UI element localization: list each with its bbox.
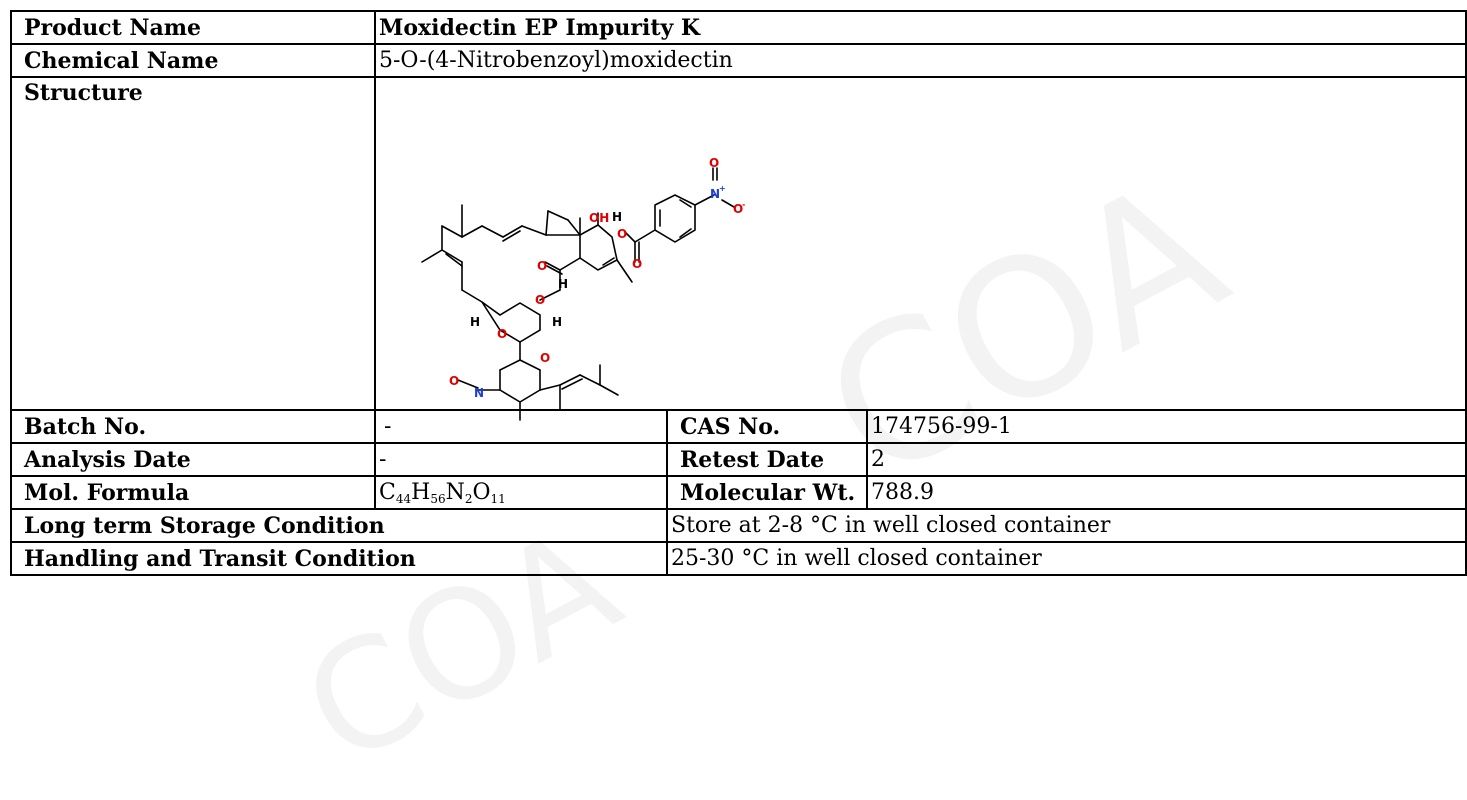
retest-date-value: 2 — [866, 442, 1467, 477]
long-term-storage-label: Long term Storage Condition — [10, 508, 668, 543]
mol-formula-value: C44H56N2O11 — [374, 475, 668, 510]
cas-no-value: 174756-99-1 — [866, 409, 1467, 444]
structure-cell — [374, 76, 1467, 411]
molecular-wt-value: 788.9 — [866, 475, 1467, 510]
analysis-date-value: - — [374, 442, 668, 477]
formula-n: N — [445, 479, 465, 505]
long-term-storage-value: Store at 2-8 °C in well closed container — [666, 508, 1467, 543]
atom-o-lactone-carbonyl: O — [537, 259, 547, 273]
atom-h-4: H — [552, 315, 562, 329]
handling-transit-value: 25-30 °C in well closed container — [666, 541, 1467, 576]
product-name-value: Moxidectin EP Impurity K — [374, 10, 1467, 45]
atom-o-ring-2: O — [540, 351, 550, 365]
formula-n-count: 2 — [464, 491, 473, 506]
row-structure: Structure — [10, 76, 1467, 411]
formula-o-count: 11 — [490, 491, 506, 506]
analysis-date-label: Analysis Date — [10, 442, 376, 477]
batch-no-value: - — [374, 409, 668, 444]
row-dates: Analysis Date - Retest Date 2 — [10, 442, 1467, 477]
atom-o-methoxy: O — [449, 374, 459, 388]
atom-minus-charge: - — [742, 200, 745, 209]
atom-o-ester: O — [617, 227, 627, 241]
handling-transit-label: Handling and Transit Condition — [10, 541, 668, 576]
retest-date-label: Retest Date — [666, 442, 868, 477]
atom-o-ring-1: O — [497, 327, 507, 341]
row-product-name: Product Name Moxidectin EP Impurity K — [10, 10, 1467, 45]
formula-h-count: 56 — [430, 491, 446, 506]
formula-c: C — [379, 479, 396, 505]
atom-n-oxime: N — [474, 386, 484, 400]
row-handling: Handling and Transit Condition 25-30 °C … — [10, 541, 1467, 576]
chemical-name-value: 5-O-(4-Nitrobenzoyl)moxidectin — [374, 43, 1467, 78]
atom-n-plus: N — [710, 187, 720, 201]
atom-hydroxyl: OH — [589, 211, 609, 225]
row-storage: Long term Storage Condition Store at 2-8… — [10, 508, 1467, 543]
mol-formula-label: Mol. Formula — [10, 475, 376, 510]
formula-c-count: 44 — [395, 491, 412, 506]
molecular-wt-label: Molecular Wt. — [666, 475, 868, 510]
atom-o-nitro: O — [709, 156, 719, 170]
atom-h-3: H — [470, 315, 480, 329]
chemical-structure-image: OH H O O O N + O - O O H H H O O N O — [421, 156, 745, 421]
atom-o-lactone: O — [535, 293, 545, 307]
atom-o-carbonyl: O — [632, 257, 642, 271]
formula-h: H — [411, 479, 431, 505]
batch-no-label: Batch No. — [10, 409, 376, 444]
atom-h-2: H — [558, 277, 568, 291]
cas-no-label: CAS No. — [666, 409, 868, 444]
formula-o: O — [472, 479, 491, 505]
row-batch: Batch No. - CAS No. 174756-99-1 — [10, 409, 1467, 444]
chemical-name-label: Chemical Name — [10, 43, 376, 78]
product-name-label: Product Name — [10, 10, 376, 45]
row-chemical-name: Chemical Name 5-O-(4-Nitrobenzoyl)moxide… — [10, 43, 1467, 78]
atom-h-1: H — [612, 210, 622, 224]
structure-label: Structure — [10, 76, 376, 411]
row-formula: Mol. Formula C44H56N2O11 Molecular Wt. 7… — [10, 475, 1467, 510]
atom-plus-charge: + — [719, 184, 726, 193]
atom-o-minus: O — [733, 202, 743, 216]
coa-table: Product Name Moxidectin EP Impurity K Ch… — [10, 10, 1467, 576]
